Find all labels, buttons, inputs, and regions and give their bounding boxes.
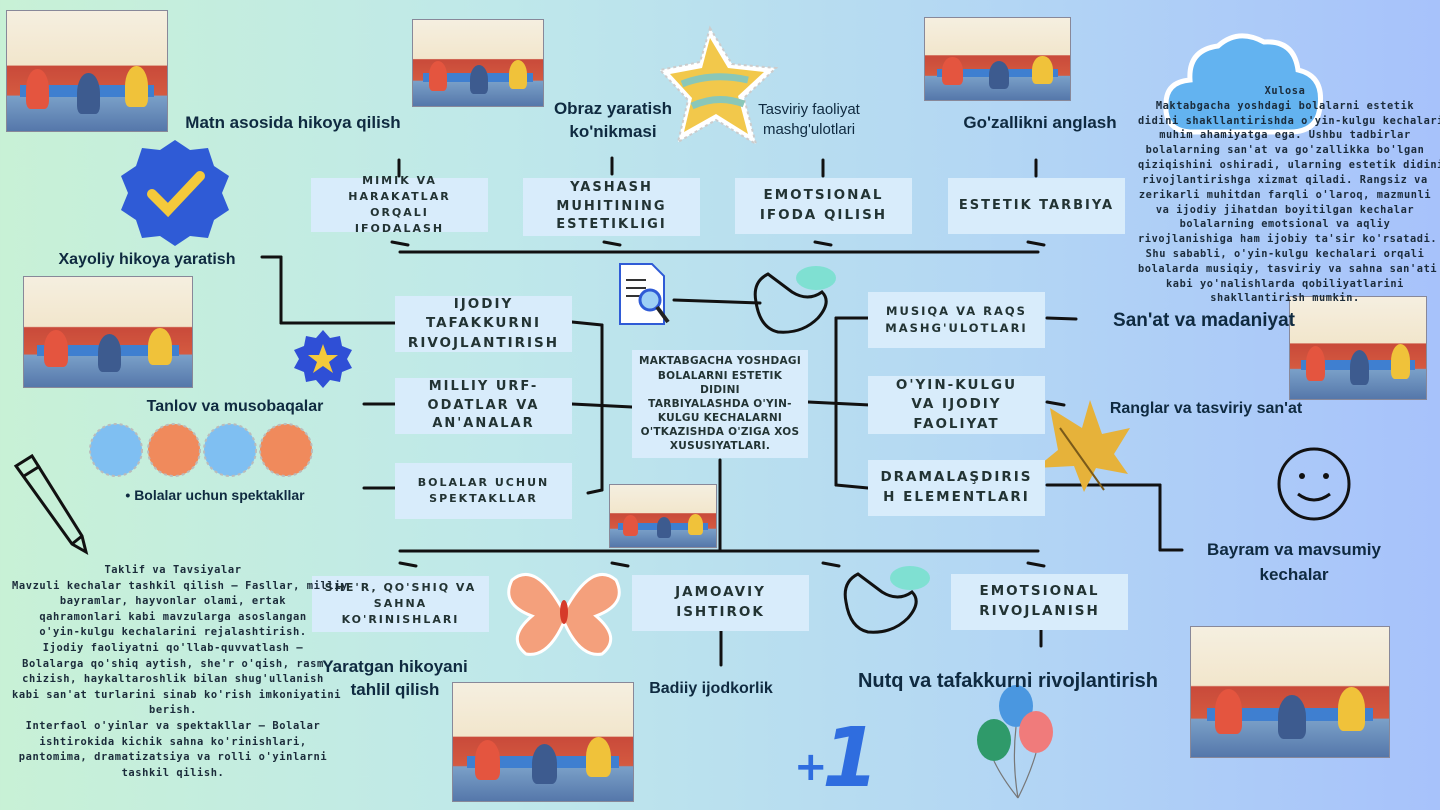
label-ranglar: Ranglar va tasviriy san'at	[1109, 400, 1303, 417]
flowers-icon	[89, 423, 313, 477]
label-xayoliy: Xayoliy hikoya yaratish	[58, 251, 236, 268]
label-sanat: San'at va madaniyat	[1113, 310, 1295, 331]
bullet-icon: •	[125, 487, 135, 503]
label-nutq: Nutq va tafakkurni rivojlantirish	[857, 670, 1159, 692]
check-badge-icon	[121, 140, 229, 246]
star-sticker-icon	[658, 25, 779, 147]
photo-classroom-3	[924, 17, 1071, 101]
box-estetik: ESTETIK TARBIYA	[948, 178, 1125, 234]
number-one-icon: + 1	[794, 711, 874, 794]
cloud-icon	[1163, 33, 1324, 135]
hand-icon	[753, 266, 836, 334]
photo-classroom-4	[23, 276, 193, 388]
label-tanlov: Tanlov va musobaqalar	[146, 398, 324, 415]
star-badge-icon	[294, 330, 352, 388]
balloons-icon	[977, 685, 1053, 799]
photo-classroom-2	[412, 19, 544, 107]
label-yaratgan: Yaratgan hikoyani tahlil qilish	[322, 657, 468, 699]
label-gozallik: Go'zallikni anglash	[963, 113, 1117, 132]
leaf-icon	[1036, 400, 1130, 492]
hand-icon-2	[843, 566, 930, 634]
photo-classroom-6	[609, 484, 717, 548]
smiley-icon	[1277, 447, 1351, 521]
pencil-icon	[13, 453, 89, 556]
svg-text:1: 1	[822, 711, 874, 794]
photo-classroom-8	[1190, 626, 1390, 758]
xulosa-text: Xulosa Maktabgacha yoshdagi bolalarni es…	[1138, 85, 1440, 305]
label-tasviriy: Tasviriy faoliyat mashg'ulotlari	[758, 101, 860, 139]
document-search-icon	[619, 263, 670, 325]
label-bayram: Bayram va mavsumiy kechalar	[1207, 540, 1381, 584]
photo-classroom-7	[452, 682, 634, 802]
label-obraz: Obraz yaratish ko'nikmasi	[553, 99, 673, 141]
label-badiiy: Badiiy ijodkorlik	[649, 680, 773, 697]
butterfly-icon	[507, 573, 621, 656]
label-matn: Matn asosida hikoya qilish	[185, 113, 401, 132]
svg-text:+: +	[794, 744, 828, 790]
photo-classroom-1	[6, 10, 168, 132]
photo-classroom-5	[1289, 296, 1427, 400]
label-bolalar-uchun: • Bolalar uchun spektakllar	[125, 487, 305, 503]
